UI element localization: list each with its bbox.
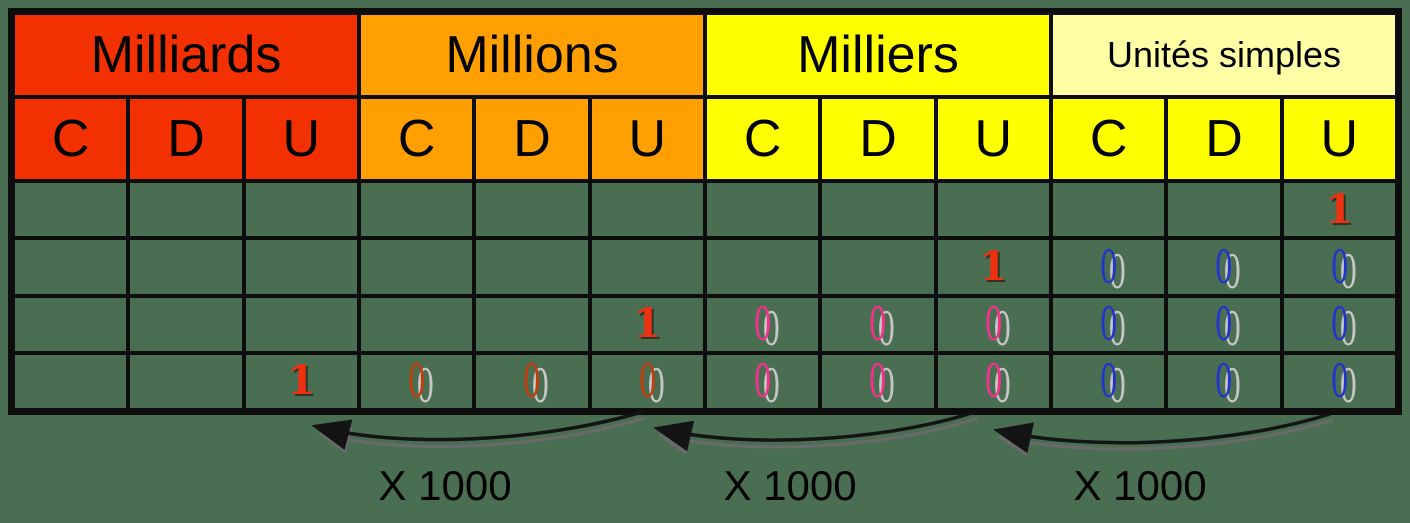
digit-zero: 0	[868, 297, 888, 352]
cell-row4-milliards-D	[130, 354, 242, 408]
digit-zero: 0	[638, 354, 657, 409]
cell-row2-milliers-C	[707, 240, 819, 294]
multiply-arrow-3	[993, 412, 1334, 457]
column-header-milliards-C: C	[15, 99, 127, 179]
digit-zero: 0	[753, 354, 772, 409]
cell-row2-milliers-U: 1	[937, 240, 1049, 294]
cell-row1-milliards-C	[15, 183, 127, 237]
digit-zero: 0	[984, 354, 1003, 409]
cell-row2-millions-C	[361, 240, 473, 294]
cell-row2-milliards-D	[130, 240, 242, 294]
column-header-unites-D: D	[1168, 99, 1280, 179]
cell-row4-millions-C: 0	[361, 354, 473, 409]
column-header-milliards-D: D	[130, 99, 242, 179]
cell-row3-milliers-D: 0	[822, 297, 934, 352]
cell-row2-unites-D: 0	[1168, 239, 1280, 294]
cell-row1-milliers-U	[937, 183, 1049, 237]
digit-zero: 0	[1330, 297, 1349, 352]
cell-row3-millions-D	[476, 297, 588, 351]
cell-row4-millions-U: 0	[591, 354, 703, 409]
cell-row4-milliers-U: 0	[937, 354, 1049, 409]
column-header-milliers-U: U	[937, 99, 1049, 179]
digit-zero: 0	[1214, 297, 1234, 352]
digit-one: 1	[633, 300, 662, 348]
cell-row2-milliards-U	[245, 240, 357, 294]
cell-row1-milliards-D	[130, 183, 242, 237]
cell-row1-unites-U: 1	[1283, 183, 1395, 237]
group-header-unites: Unités simples	[1053, 15, 1395, 95]
group-header-milliers: Milliers	[707, 15, 1049, 95]
digit-zero: 0	[1330, 239, 1349, 294]
digit-zero: 0	[868, 354, 888, 409]
cell-row1-millions-D	[476, 183, 588, 237]
cell-row2-milliers-D	[822, 240, 934, 294]
cell-row1-milliers-C	[707, 183, 819, 237]
cell-row4-milliards-U: 1	[245, 354, 357, 408]
digit-zero: 0	[984, 297, 1003, 352]
cell-row1-unites-C	[1053, 183, 1165, 237]
digit-zero: 0	[1214, 354, 1234, 409]
cell-row1-millions-C	[361, 183, 473, 237]
cell-row4-unites-D: 0	[1168, 354, 1280, 409]
column-header-millions-D: D	[476, 99, 588, 179]
multiply-arrow-2	[653, 410, 979, 456]
digit-one: 1	[1325, 185, 1354, 233]
cell-row3-millions-C	[361, 297, 473, 351]
cell-row2-millions-U	[591, 240, 703, 294]
digit-zero: 0	[407, 354, 426, 409]
digit-zero: 0	[1099, 354, 1118, 409]
column-header-millions-C: C	[361, 99, 473, 179]
digit-zero: 0	[1214, 239, 1234, 294]
cell-row1-milliers-D	[822, 183, 934, 237]
cell-row3-milliers-U: 0	[937, 297, 1049, 352]
cell-row3-millions-U: 1	[591, 297, 703, 351]
column-header-milliards-U: U	[245, 99, 357, 179]
digit-one: 1	[979, 242, 1008, 290]
column-header-milliers-C: C	[707, 99, 819, 179]
cell-row3-milliards-U	[245, 297, 357, 351]
cell-row3-milliards-C	[15, 297, 127, 351]
cell-row1-millions-U	[591, 183, 703, 237]
digit-zero: 0	[1099, 239, 1118, 294]
column-header-unites-C: C	[1053, 99, 1165, 179]
multiply-label-3: X 1000	[1073, 462, 1207, 509]
cell-row4-milliards-C	[15, 354, 127, 408]
cell-row3-unites-C: 0	[1053, 297, 1165, 352]
digit-zero: 0	[522, 354, 542, 409]
cell-row3-unites-D: 0	[1168, 297, 1280, 352]
multiply-arrow-1	[311, 410, 646, 454]
cell-row2-millions-D	[476, 240, 588, 294]
multiply-label-2: X 1000	[723, 462, 857, 509]
column-header-millions-U: U	[591, 99, 703, 179]
cell-row4-unites-C: 0	[1053, 354, 1165, 409]
digit-zero: 0	[753, 297, 772, 352]
cell-row4-milliers-C: 0	[707, 354, 819, 409]
digit-one: 1	[287, 357, 316, 405]
cell-row4-milliers-D: 0	[822, 354, 934, 409]
cell-row4-millions-D: 0	[476, 354, 588, 409]
cell-row2-unites-U: 0	[1283, 239, 1395, 294]
cell-row1-milliards-U	[245, 183, 357, 237]
cell-row3-unites-U: 0	[1283, 297, 1395, 352]
group-header-milliards: Milliards	[15, 15, 357, 95]
digit-zero: 0	[1330, 354, 1349, 409]
column-header-unites-U: U	[1283, 99, 1395, 179]
cell-row2-milliards-C	[15, 240, 127, 294]
cell-row4-unites-U: 0	[1283, 354, 1395, 409]
digit-zero: 0	[1099, 297, 1118, 352]
multiply-label-1: X 1000	[378, 462, 512, 509]
column-header-milliers-D: D	[822, 99, 934, 179]
cell-row3-milliards-D	[130, 297, 242, 351]
multiply-arrows	[311, 410, 1334, 457]
cell-row1-unites-D	[1168, 183, 1280, 237]
group-header-millions: Millions	[361, 15, 703, 95]
cell-row2-unites-C: 0	[1053, 239, 1165, 294]
cell-row3-milliers-C: 0	[707, 297, 819, 352]
